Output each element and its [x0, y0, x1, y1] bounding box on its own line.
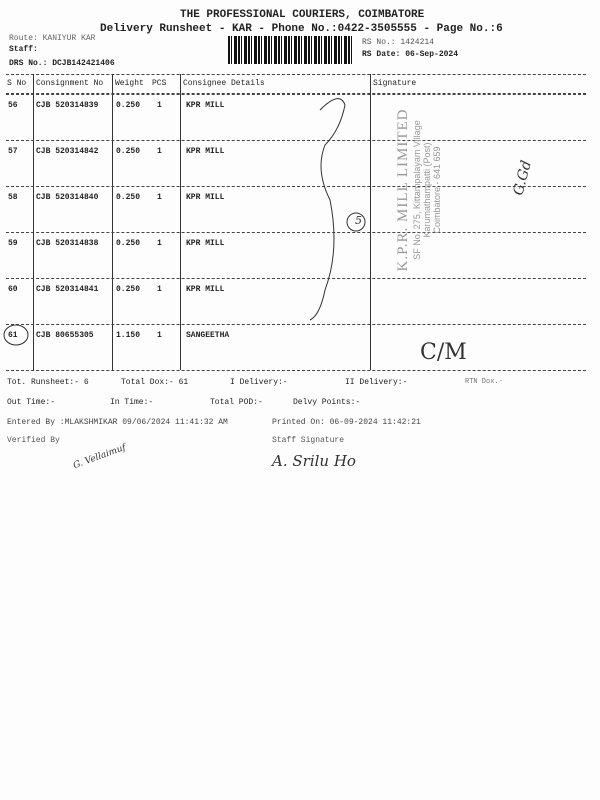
staff-signature: A. Srilu Ho — [272, 452, 356, 470]
cell-consignment: CJB 520314839 — [36, 101, 99, 110]
stamp-name: K.P.R. MILL LIMITED — [395, 108, 411, 272]
cell-weight: 0.250 — [116, 101, 141, 110]
runsheet-subtitle: Delivery Runsheet - KAR - Phone No.:0422… — [100, 23, 503, 35]
cell-consignee: KPR MILL — [186, 285, 225, 294]
company-stamp: K.P.R. MILL LIMITED SF No. 275, Kittampa… — [395, 105, 442, 275]
bracket-scribble — [309, 98, 366, 321]
cell-consignee: KPR MILL — [186, 193, 225, 202]
delvy-points: Delvy Points:- — [293, 398, 361, 407]
cell-consignee: KPR MILL — [186, 147, 225, 156]
rtn-dox: RTN Dox.- — [465, 378, 503, 386]
barcode — [228, 36, 354, 64]
cell-weight: 1.150 — [116, 331, 141, 340]
signature-kpr: G.Gd — [510, 158, 535, 198]
col-weight: Weight — [115, 79, 144, 88]
in-time: In Time:- — [110, 398, 154, 407]
verifier-signature: G. Vellaimuf — [71, 442, 128, 472]
cell-pcs: 1 — [157, 239, 162, 248]
cell-consignment: CJB 520314840 — [36, 193, 99, 202]
cell-consignment: CJB 520314838 — [36, 239, 99, 248]
cell-consignment: CJB 520314841 — [36, 285, 99, 294]
count-note: 5 — [355, 214, 362, 227]
cell-sno: 56 — [8, 101, 18, 110]
cell-pcs: 1 — [157, 147, 162, 156]
cell-sno: 60 — [8, 285, 18, 294]
cell-sno: 59 — [8, 239, 18, 248]
i-delivery: I Delivery:- — [230, 378, 288, 387]
cell-consignee: KPR MILL — [186, 239, 225, 248]
printed-on: Printed On: 06-09-2024 11:42:21 — [272, 418, 421, 427]
cell-consignment: CJB 80655305 — [36, 331, 94, 340]
stamp-line: SF No. 275, Kittampalayam Village — [412, 120, 422, 260]
cell-consignee: SANGEETHA — [186, 331, 230, 340]
drs-no: DRS No.: DCJB142421406 — [9, 59, 115, 68]
cell-consignment: CJB 520314842 — [36, 147, 99, 156]
cell-weight: 0.250 — [116, 239, 141, 248]
rs-no: RS No.: 1424214 — [362, 38, 435, 47]
cell-pcs: 1 — [157, 193, 162, 202]
col-sno: S No — [7, 79, 27, 88]
stamp-line: Coimbatore - 641 659 — [432, 146, 442, 234]
circle-mark — [3, 324, 29, 346]
signature-sangeetha: C/M — [420, 340, 467, 365]
company-title: THE PROFESSIONAL COURIERS, COIMBATORE — [180, 9, 425, 21]
cell-sno: 58 — [8, 193, 18, 202]
route: Route: KANIYUR KAR — [9, 34, 96, 43]
cell-weight: 0.250 — [116, 193, 141, 202]
ii-delivery: II Delivery:- — [345, 378, 408, 387]
total-pod: Total POD:- — [210, 398, 263, 407]
col-signature: Signature — [373, 79, 417, 88]
entered-by: Entered By :MLAKSHMIKAR 09/06/2024 11:41… — [7, 418, 228, 427]
cell-weight: 0.250 — [116, 285, 141, 294]
staff-signature-label: Staff Signature — [272, 436, 345, 445]
stamp-line: Karumathampatti (Post) — [422, 142, 432, 238]
col-consignee: Consignee Details — [183, 79, 265, 88]
cell-sno: 61 — [8, 331, 18, 340]
col-pcs: PCS — [152, 79, 167, 88]
cell-weight: 0.250 — [116, 147, 141, 156]
col-consignment: Consignment No — [36, 79, 104, 88]
cell-consignee: KPR MILL — [186, 101, 225, 110]
out-time: Out Time:- — [7, 398, 56, 407]
cell-pcs: 1 — [157, 101, 162, 110]
cell-pcs: 1 — [157, 331, 162, 340]
verified-by: Verified By — [7, 436, 60, 445]
tot-runsheet: Tot. Runsheet:- 6 — [7, 378, 89, 387]
rs-date: RS Date: 06-Sep-2024 — [362, 50, 459, 59]
cell-pcs: 1 — [157, 285, 162, 294]
total-dox: Total Dox:- 61 — [121, 378, 189, 387]
staff: Staff: — [9, 45, 38, 54]
cell-sno: 57 — [8, 147, 18, 156]
